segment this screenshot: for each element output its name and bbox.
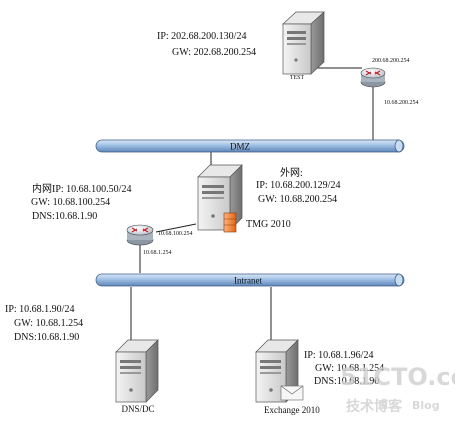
exchange-gw: GW: 10.68.1.254 bbox=[315, 363, 384, 374]
tmg-internal-dns: DNS:10.68.1.90 bbox=[32, 211, 97, 222]
tmg-internal-gw: GW: 10.68.100.254 bbox=[31, 197, 110, 208]
connection-lines bbox=[130, 67, 374, 340]
test-label: TEST bbox=[290, 75, 305, 81]
tmg-external-title: 外网: bbox=[280, 167, 303, 179]
watermark: 51CTO.com 技术博客 Blog bbox=[340, 363, 455, 415]
firewall-icon bbox=[223, 212, 237, 233]
router-mid-bottom-ip: 10.68.1.254 bbox=[143, 250, 172, 256]
dmz-label: DMZ bbox=[230, 142, 250, 152]
exchange-dns: DNS:10.68.1.90 bbox=[314, 376, 379, 387]
link-router-tmg bbox=[155, 223, 197, 233]
dnsdc-gw: GW: 10.68.1.254 bbox=[14, 318, 83, 329]
dnsdc-label: DNS/DC bbox=[121, 404, 154, 414]
dmz-bus: DMZ bbox=[95, 139, 405, 153]
router-top-icon bbox=[360, 67, 386, 88]
test-server: TEST bbox=[282, 11, 325, 81]
dnsdc-server bbox=[115, 339, 159, 403]
watermark-domain: 51CTO.com bbox=[340, 363, 455, 391]
mail-envelope-icon bbox=[280, 385, 304, 401]
dnsdc-dns: DNS:10.68.1.90 bbox=[14, 332, 79, 343]
dnsdc-ip: IP: 10.68.1.90/24 bbox=[5, 304, 74, 315]
test-gw: GW: 202.68.200.254 bbox=[172, 47, 256, 58]
tmg-internal-ip: 内网IP: 10.68.100.50/24 bbox=[32, 182, 131, 195]
watermark-blog: Blog bbox=[412, 399, 440, 412]
router-mid-icon bbox=[126, 224, 154, 246]
intranet-bus: Intranet bbox=[95, 273, 405, 287]
router-top-left-ip: 200.68.200.254 bbox=[372, 58, 410, 64]
test-ip: IP: 202.68.200.130/24 bbox=[157, 31, 246, 42]
exchange-label: Exchange 2010 bbox=[264, 405, 320, 415]
tmg-label: TMG 2010 bbox=[246, 219, 291, 230]
tmg-external-ip: IP: 10.68.200.129/24 bbox=[256, 180, 340, 191]
router-mid-right-ip: 10.68.100.254 bbox=[158, 231, 193, 237]
watermark-site: 技术博客 bbox=[346, 398, 403, 415]
router-top-bottom-ip: 10.68.200.254 bbox=[384, 100, 419, 106]
intranet-label: Intranet bbox=[234, 276, 262, 286]
exchange-server bbox=[255, 339, 299, 403]
exchange-ip: IP: 10.68.1.96/24 bbox=[304, 350, 373, 361]
tmg-external-gw: GW: 10.68.200.254 bbox=[258, 194, 337, 205]
